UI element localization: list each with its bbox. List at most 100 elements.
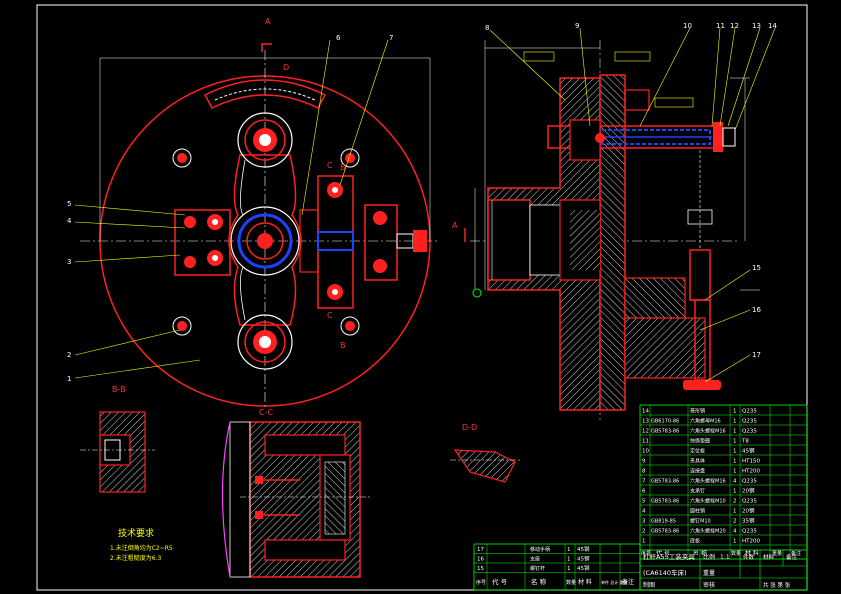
bom-row-qty: 1 — [733, 449, 737, 455]
bom-row-no: 13 — [642, 419, 649, 425]
disc-holes — [172, 148, 360, 336]
parts2-header-wt: 单件 总计 重量 — [601, 579, 628, 585]
svg-text:1:1: 1:1 — [720, 554, 730, 561]
svg-text:4: 4 — [67, 217, 72, 225]
parts2-row-no: 16 — [477, 557, 484, 563]
side-section-view — [470, 27, 776, 420]
bom-row-qty: 4 — [733, 529, 737, 535]
bom-row-name: 快换垫圈 — [690, 438, 710, 445]
bom-row-code: GB6170-86 — [651, 419, 679, 425]
bom-row-no: 3 — [642, 519, 646, 525]
bom-row-no: 11 — [642, 439, 649, 445]
drawing-frame — [36, 4, 808, 591]
arc-slot — [203, 79, 327, 109]
bom-row-no: 5 — [642, 499, 646, 505]
svg-text:C: C — [327, 161, 333, 170]
bom-row-qty: 1 — [733, 539, 737, 545]
bom-row-name: 六角头螺栓M10 — [690, 498, 726, 505]
parts2-row-name: 支座 — [530, 556, 540, 563]
svg-text:比例: 比例 — [703, 553, 715, 561]
svg-text:C: C — [327, 311, 333, 320]
bom-row-qty: 1 — [733, 459, 737, 465]
svg-text:A: A — [452, 221, 458, 230]
bom-header-mat: 材 料 — [745, 549, 759, 557]
bom-row-mat: Q235 — [742, 419, 757, 425]
svg-text:备注: 备注 — [786, 553, 798, 561]
svg-text:技术要求: 技术要求 — [118, 527, 154, 539]
bom-row-no: 10 — [642, 449, 649, 455]
parts2-row-mat: 45钢 — [577, 555, 590, 563]
parts2-header-mat: 材 料 — [578, 578, 592, 586]
svg-text:10: 10 — [683, 22, 692, 30]
svg-text:13: 13 — [752, 22, 761, 30]
bom-header-qty: 数量 — [731, 550, 741, 557]
balloon-labels-side: 8 9 10 11 12 13 14 15 16 17 — [485, 22, 777, 359]
svg-text:杠杆A55工装夹具: 杠杆A55工装夹具 — [643, 552, 695, 561]
parts2-row-name: 移动手柄 — [530, 546, 550, 553]
section-dd-view — [450, 449, 520, 483]
svg-text:制图: 制图 — [643, 581, 655, 589]
bom-row-mat: T8 — [741, 439, 749, 445]
svg-text:14: 14 — [768, 22, 777, 30]
parts2-row-qty: 1 — [567, 566, 571, 572]
bom-row-qty: 2 — [733, 519, 737, 525]
parts2-row-no: 15 — [477, 566, 484, 572]
bom-row-name: 六角头螺栓M16 — [690, 428, 726, 435]
bom-row-code: GB5783-86 — [651, 529, 679, 535]
svg-text:B: B — [340, 341, 346, 350]
bom-row-name: 连接盘 — [690, 468, 705, 475]
title-block: 杠杆A55工装夹具 (CA6140车床) 比例 1:1 重量 件数 材料 备注 … — [639, 549, 808, 591]
parts2-row-no: 17 — [477, 547, 484, 553]
bom-row-no: 1 — [642, 539, 646, 545]
svg-text:审核: 审核 — [703, 581, 715, 589]
bom-row-no: 7 — [642, 479, 646, 485]
bom-row-no: 9 — [642, 459, 646, 465]
svg-text:11: 11 — [716, 22, 725, 30]
svg-text:B: B — [340, 163, 346, 172]
bom-row-no: 2 — [642, 529, 646, 535]
section-bb-view — [80, 411, 155, 493]
svg-text:D: D — [283, 63, 289, 72]
bom-header-note: 备注 — [791, 550, 801, 557]
svg-text:15: 15 — [752, 264, 761, 272]
svg-text:共 张 第 张: 共 张 第 张 — [763, 581, 791, 589]
svg-text:B-B: B-B — [112, 385, 126, 394]
bom-row-name: 六角头螺栓M20 — [690, 528, 726, 535]
bom-row-mat: Q235 — [742, 499, 757, 505]
svg-text:9: 9 — [575, 22, 579, 30]
bom-row-qty: 1 — [733, 489, 737, 495]
svg-text:A: A — [265, 17, 271, 26]
bom-row-mat: Q235 — [742, 429, 757, 435]
bom-row-mat: Q235 — [742, 479, 757, 485]
svg-text:2.未注粗糙度为6.3: 2.未注粗糙度为6.3 — [110, 554, 161, 562]
bom-row-code: GB5783-86 — [651, 499, 679, 505]
bom-row-no: 6 — [642, 489, 646, 495]
bom-row-mat: 45钢 — [742, 447, 755, 455]
svg-text:2: 2 — [67, 351, 71, 359]
bom-row-name: 菱形销 — [690, 408, 705, 415]
svg-text:16: 16 — [752, 306, 761, 314]
bom-row-code: GB5783-86 — [651, 429, 679, 435]
bom-row-mat: Q235 — [742, 529, 757, 535]
parts2-row-mat: 45钢 — [577, 545, 590, 553]
bom-row-name: 六角螺母M16 — [690, 418, 721, 425]
bom-row-mat: Q235 — [742, 409, 757, 415]
bom-row-mat: HT200 — [742, 469, 760, 475]
svg-text:7: 7 — [389, 34, 393, 42]
svg-text:1: 1 — [67, 375, 71, 383]
parts2-header-name: 名 称 — [531, 577, 547, 586]
bom-row-qty: 1 — [733, 509, 737, 515]
bom-row-no: 4 — [642, 509, 646, 515]
svg-text:件数: 件数 — [743, 553, 755, 561]
svg-text:6: 6 — [336, 34, 341, 42]
bom-row-qty: 2 — [733, 499, 737, 505]
workpiece-lever — [228, 154, 302, 326]
parts2-row-qty: 1 — [567, 547, 571, 553]
bom-row-qty: 1 — [733, 439, 737, 445]
bom-row-no: 8 — [642, 469, 646, 475]
svg-text:C-C: C-C — [259, 408, 273, 417]
bom-row-no: 12 — [642, 429, 649, 435]
